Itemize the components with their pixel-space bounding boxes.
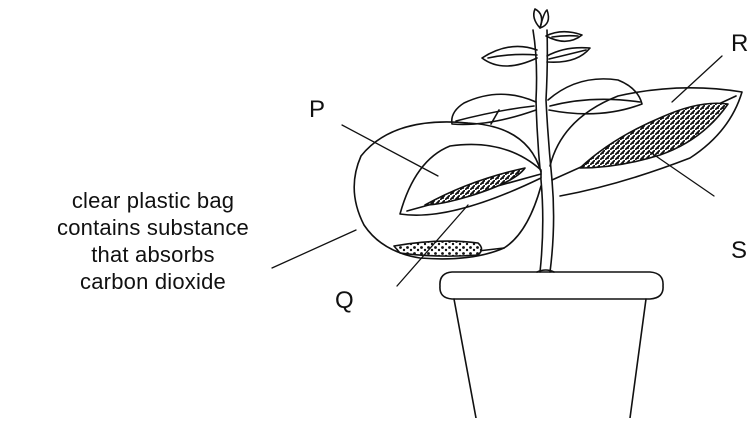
caption-line: carbon dioxide: [14, 268, 292, 295]
right-leaf: [550, 88, 742, 196]
caption-line: contains substance: [14, 214, 292, 241]
flower-pot: [440, 272, 663, 418]
label-q: Q: [335, 287, 354, 314]
plant-stem: [533, 30, 554, 272]
top-bud: [534, 9, 582, 41]
absorbent-substance: [394, 241, 482, 256]
bag-caption: clear plastic bag contains substance tha…: [14, 187, 292, 295]
caption-line: clear plastic bag: [14, 187, 292, 214]
label-p: P: [309, 96, 325, 123]
middle-right-leaf: [548, 79, 642, 114]
caption-line: that absorbs: [14, 241, 292, 268]
pointer-line-r: [672, 56, 722, 102]
label-r: R: [731, 30, 748, 57]
middle-left-leaf: [452, 94, 536, 124]
upper-left-leaf: [482, 46, 537, 66]
upper-right-leaf: [547, 48, 590, 63]
pointer-line-s: [650, 152, 714, 196]
label-s: S: [731, 237, 747, 264]
bagged-leaf: [400, 144, 541, 215]
